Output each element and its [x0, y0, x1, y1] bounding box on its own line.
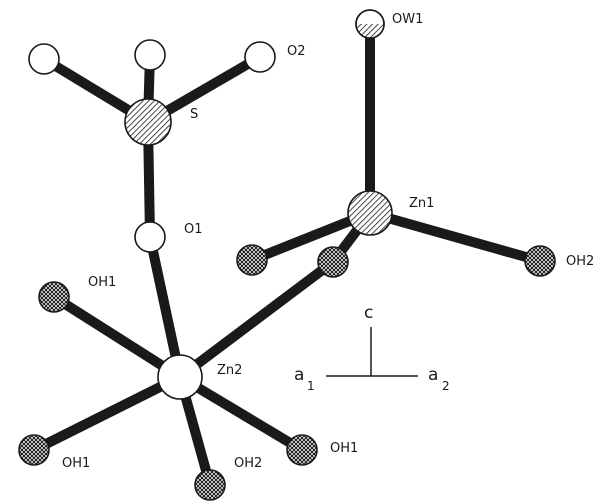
- atom-oh1-lower-left: [18, 434, 50, 466]
- label-ow1: OW1: [392, 12, 423, 27]
- atom-zn2: [157, 354, 203, 400]
- atom-oh1-upper-left: [38, 281, 70, 313]
- atom-oh2-bottom: [194, 469, 226, 501]
- bond-zn2-oh1-lower-left: [29, 372, 185, 455]
- bond-o1-zn2: [145, 232, 185, 382]
- atoms: [18, 9, 556, 501]
- atom-o1: [134, 221, 166, 253]
- atom-o2-top: [134, 39, 166, 71]
- axis-a1-subscript: 1: [307, 379, 315, 393]
- atom-labels: OW1 O2 S Zn1 O1 OH2 OH1 Zn2 OH1 OH2 OH1: [62, 12, 594, 471]
- label-s: S: [190, 107, 198, 122]
- bond-zn2-oh1-upper: [49, 292, 185, 382]
- atom-oh2-right: [524, 245, 556, 277]
- axis-a1-label: a: [294, 365, 304, 385]
- atom-zn1: [347, 190, 393, 236]
- atom-oh-center: [317, 246, 349, 278]
- axis-a2-subscript: 2: [442, 379, 450, 393]
- atom-o2-right: [244, 41, 276, 73]
- atom-oh-zn1-left: [236, 244, 268, 276]
- label-oh2-bottom: OH2: [234, 456, 262, 471]
- atom-ow1: [355, 9, 385, 39]
- bonds: [29, 19, 545, 490]
- atom-oh1-lower-right: [286, 434, 318, 466]
- bond-zn2-oh1-lower-right: [175, 372, 307, 455]
- label-o2: O2: [287, 44, 306, 59]
- label-oh2-right: OH2: [566, 254, 594, 269]
- label-o1: O1: [184, 222, 203, 237]
- axis-a2-label: a: [428, 365, 438, 385]
- label-oh1-upper-left: OH1: [88, 275, 116, 290]
- label-zn2: Zn2: [217, 363, 242, 378]
- bond-zn1-oh2: [365, 208, 545, 266]
- atom-o2-left: [28, 43, 60, 75]
- label-zn1: Zn1: [409, 196, 434, 211]
- label-oh1-lower-right: OH1: [330, 441, 358, 456]
- atom-s: [124, 98, 172, 146]
- bond-zn2-oh-center: [175, 257, 338, 382]
- axes-indicator: c a 1 a 2: [294, 303, 450, 393]
- axis-c-label: c: [364, 303, 373, 323]
- label-oh1-lower-left: OH1: [62, 456, 90, 471]
